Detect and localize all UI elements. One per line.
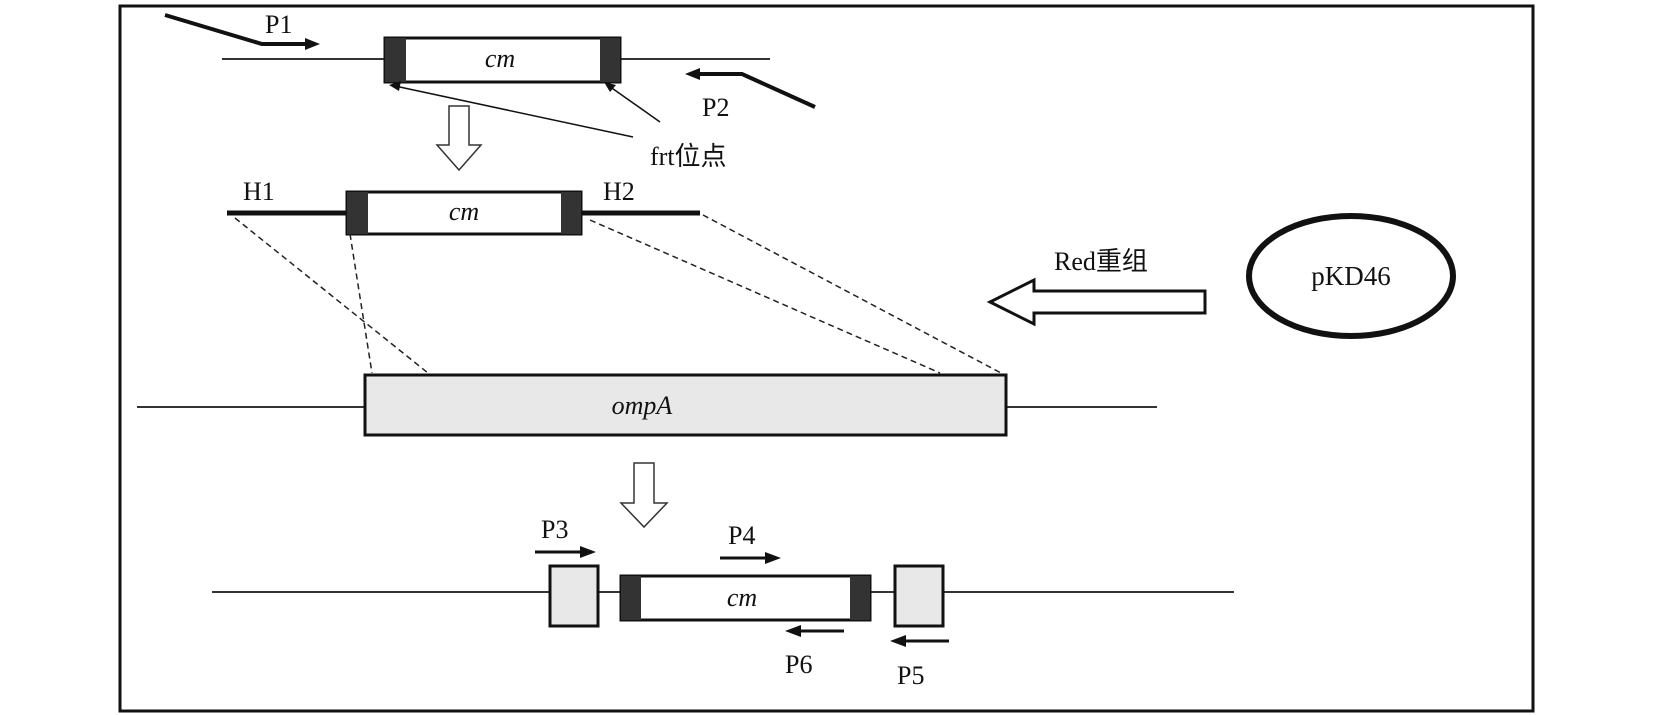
frt-site-left-bottom [621,576,641,620]
down-arrow-1 [435,105,483,172]
dash-h2-inner [589,219,941,374]
cm-gene-label-top: cm [485,44,515,73]
stage-pcr-product: H1 H2 cm [227,177,700,236]
ompa-remnant-left [548,564,600,628]
frt-site-right-top [600,38,620,82]
cm-gene-label-bottom: cm [727,583,757,612]
homology-arm-h2-label: H2 [603,177,635,206]
frt-pointer-left [394,85,634,138]
primer-p1-arrowhead [305,38,320,50]
cm-gene-label-middle: cm [449,197,479,226]
primer-p4-arrowhead [765,552,781,564]
stage-primer-pcr: P1 cm P2 frt位点 [164,10,816,171]
figure-frame [118,4,1535,713]
frt-site-right-middle [561,192,581,234]
primer-p1-label: P1 [265,10,292,39]
primer-p1-tail [164,13,305,46]
dash-h2-outer [702,214,1002,374]
stage-mutant-verification: cm P3 P4 P6 P5 [212,515,1234,690]
stage-chromosome-ompa: ompA [137,373,1157,437]
homology-arm-h1-label: H1 [243,177,275,206]
pkd46-plasmid [1246,213,1456,339]
frt-pointer-right-head [604,82,616,92]
dash-h1-outer [234,217,429,374]
ompa-remnant-right [893,564,945,628]
frt-site-label: frt位点 [650,142,727,171]
primer-p6-label: P6 [785,650,812,679]
dash-h1-inner [349,233,373,374]
frt-pointer-right [608,85,661,123]
frt-pointer-left-head [389,81,401,91]
red-recombination-arrow [986,277,1207,327]
primer-p6-arrowhead [785,625,801,637]
primer-p3-arrowhead [580,546,596,558]
down-arrow-2 [619,462,669,529]
ompa-gene-box [363,373,1008,437]
homology-dashed-lines [234,214,1002,374]
frt-site-left-top [385,38,406,82]
primer-p5-arrowhead [890,635,906,647]
primer-p2-label: P2 [702,93,729,122]
primer-p3-label: P3 [541,515,568,544]
frt-site-right-bottom [850,576,870,620]
red-recombination-label: Red重组 [1054,247,1148,276]
cm-cassette-top [383,36,622,84]
ompa-gene-label: ompA [612,391,673,420]
pkd46-label: pKD46 [1311,261,1391,291]
frt-site-left-middle [347,192,368,234]
primer-p4-label: P4 [728,521,755,550]
primer-p2-tail [700,72,816,109]
cm-cassette-middle [345,190,583,236]
cm-cassette-bottom [619,574,872,622]
primer-p5-label: P5 [897,661,924,690]
primer-p2-arrowhead [685,68,700,80]
